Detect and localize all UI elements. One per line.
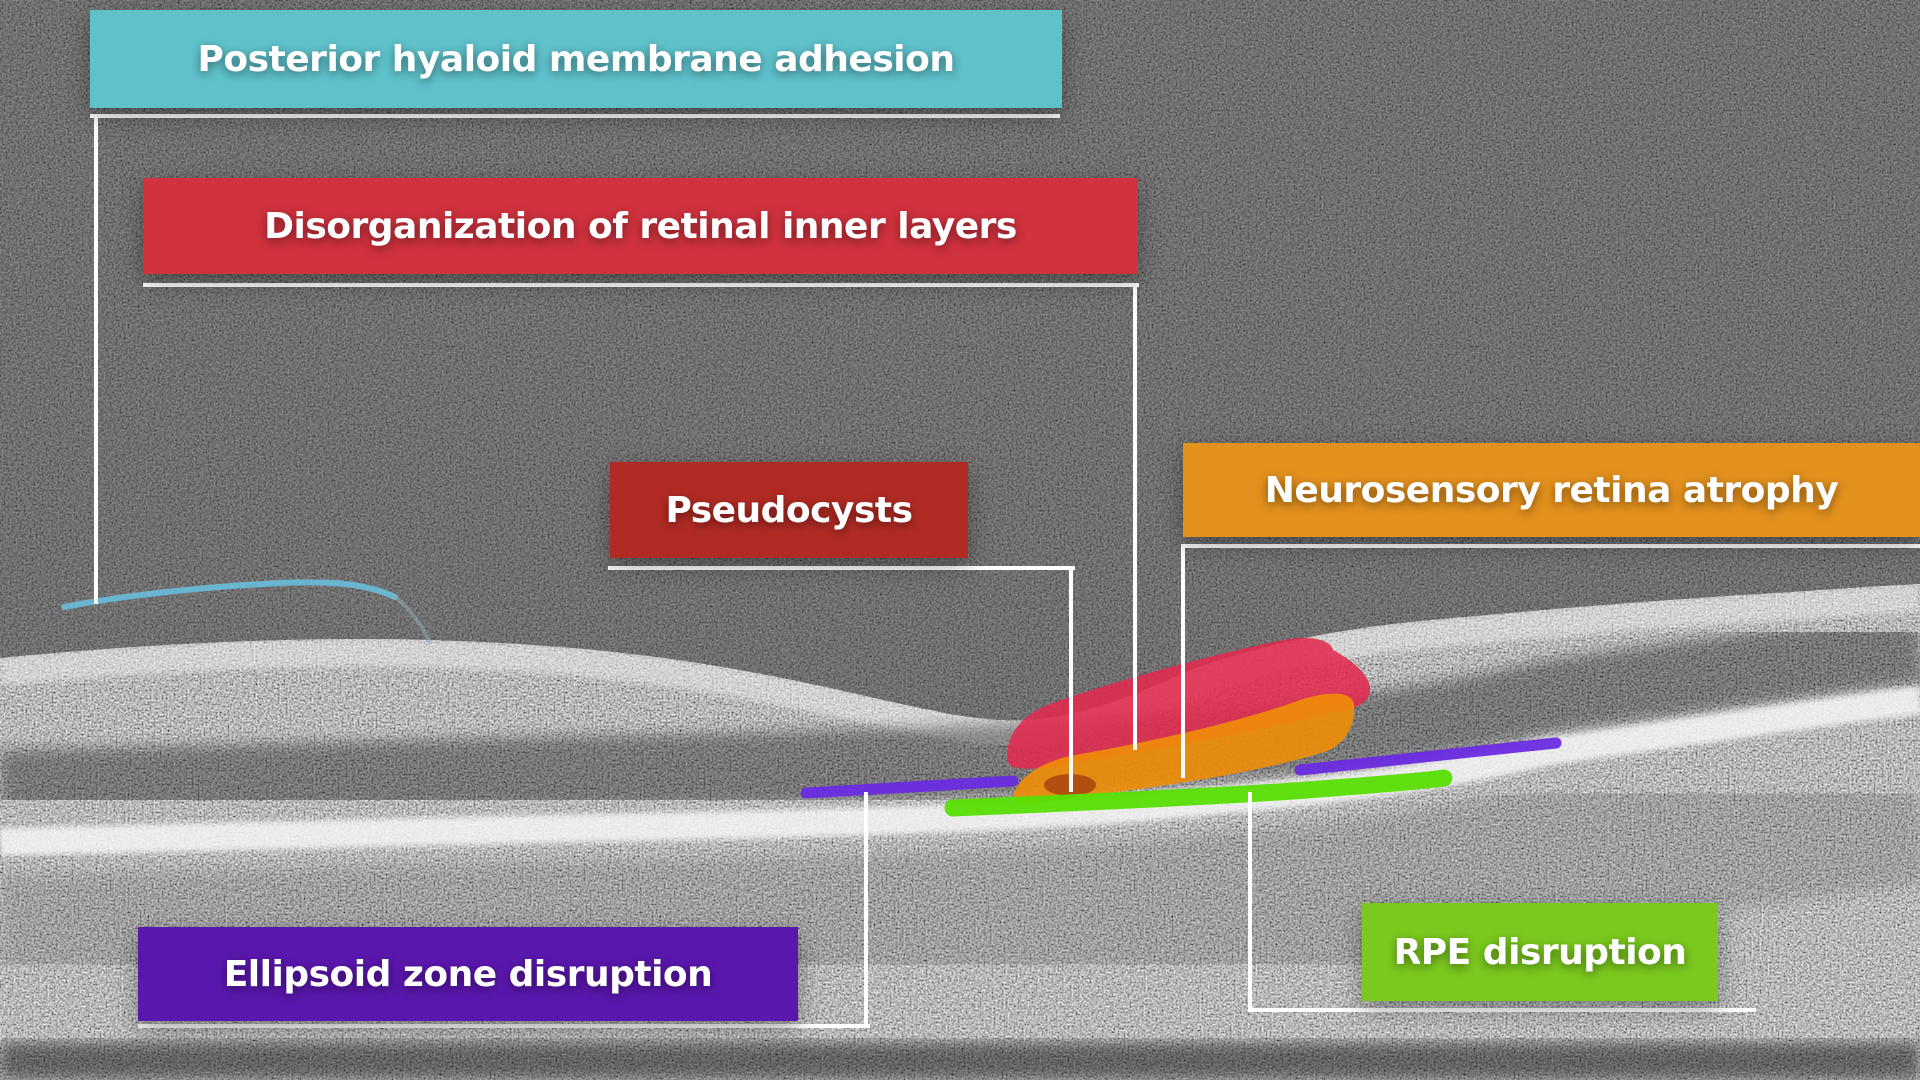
posterior-hyaloid-membrane-tail <box>393 595 432 644</box>
connector-pseudocysts-underline <box>608 566 1075 570</box>
label-ellipsoid-zone-disruption: Ellipsoid zone disruption <box>138 927 798 1021</box>
connector-neurosensory-vertical <box>1181 544 1185 778</box>
connector-pseudocysts-vertical <box>1069 566 1073 792</box>
ellipsoid-zone-overlay-line-left <box>800 775 1019 799</box>
label-text: Pseudocysts <box>665 489 913 531</box>
dril-overlay-region <box>1007 638 1371 769</box>
rpe-bright-band <box>0 686 1920 856</box>
connector-ellipsoid-vertical <box>864 792 868 1028</box>
bottom-vignette <box>0 1042 1920 1080</box>
posterior-hyaloid-membrane-overlay-line <box>61 579 398 610</box>
connector-dril-vertical <box>1133 283 1137 750</box>
rpe-disruption-overlay-line <box>944 769 1453 817</box>
connector-posterior-hyaloid-underline <box>90 114 1060 118</box>
ellipsoid-zone-overlay-line-right <box>1294 737 1562 776</box>
connector-neurosensory-underline <box>1181 544 1920 548</box>
label-posterior-hyaloid-membrane-adhesion: Posterior hyaloid membrane adhesion <box>90 10 1062 108</box>
connector-dril-underline <box>143 283 1139 287</box>
connector-posterior-hyaloid-vertical <box>94 114 98 604</box>
label-text: Disorganization of retinal inner layers <box>264 205 1017 247</box>
label-text: Posterior hyaloid membrane adhesion <box>197 38 955 80</box>
label-text: Neurosensory retina atrophy <box>1264 469 1839 511</box>
label-neurosensory-retina-atrophy: Neurosensory retina atrophy <box>1183 443 1920 537</box>
label-text: RPE disruption <box>1393 931 1687 973</box>
label-disorganization-of-retinal-inner-layers: Disorganization of retinal inner layers <box>143 178 1138 274</box>
label-text: Ellipsoid zone disruption <box>223 953 713 995</box>
label-pseudocysts: Pseudocysts <box>610 462 968 558</box>
label-rpe-disruption: RPE disruption <box>1362 903 1718 1001</box>
connector-rpe-vertical <box>1248 792 1252 1012</box>
connector-rpe-underline <box>1248 1008 1756 1012</box>
connector-ellipsoid-underline <box>138 1024 870 1028</box>
